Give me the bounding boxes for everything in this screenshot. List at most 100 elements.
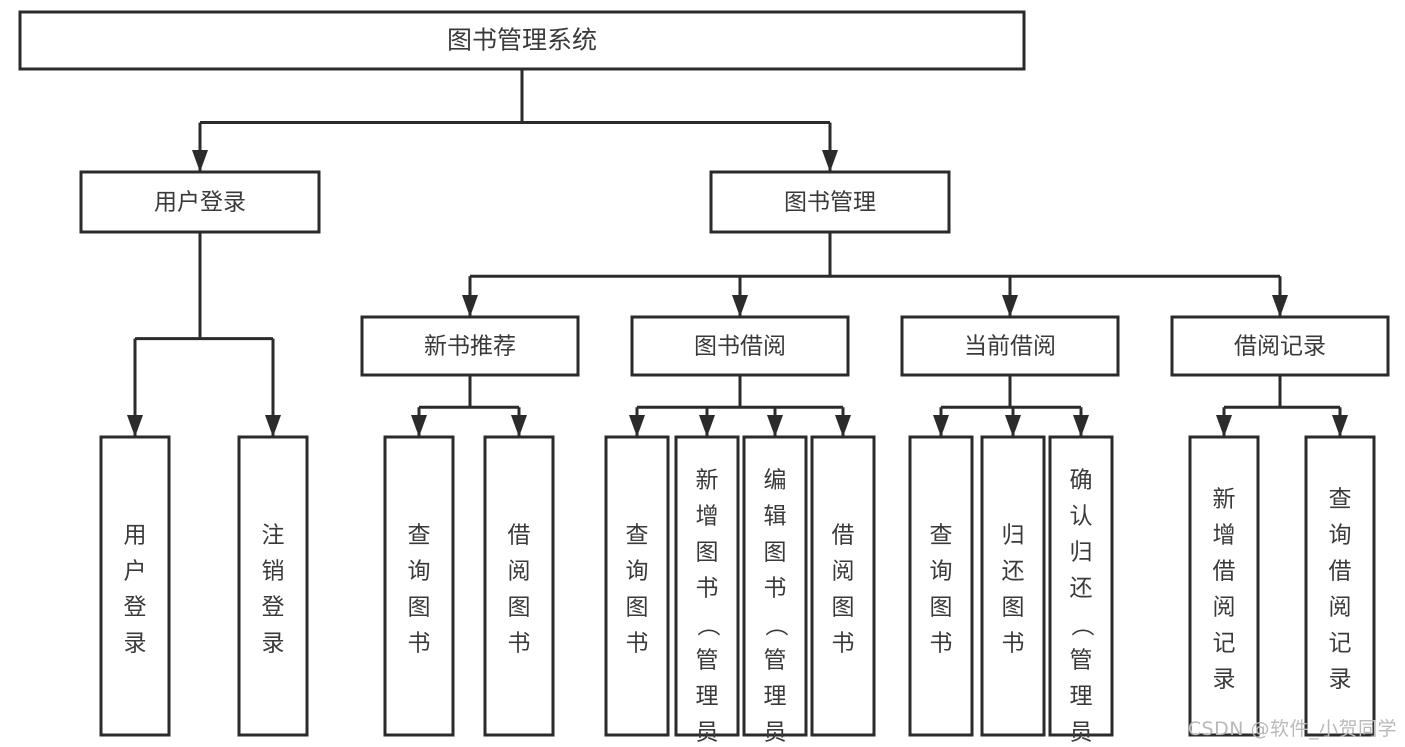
node-label-char: 还 [1002, 559, 1025, 585]
node-label-char: 新 [1213, 487, 1236, 513]
node-label-char: 图 [508, 595, 531, 621]
connector-group [1216, 375, 1348, 437]
node-box [908, 435, 974, 737]
node-label-char: 新 [696, 468, 719, 494]
node-box [630, 315, 850, 377]
node-label: 借阅记录 [1234, 334, 1326, 360]
node-label-char: 户 [124, 559, 147, 585]
node-label-char: 员 [1070, 720, 1093, 746]
connector-group [629, 375, 851, 437]
node-box [980, 435, 1046, 737]
node-label-char: 借 [508, 523, 531, 549]
arrow-head [1002, 295, 1018, 317]
node-label-char: 图 [1002, 595, 1025, 621]
node-box [900, 315, 1120, 377]
diagram-node-book-manage[interactable]: 图书管理 [709, 170, 951, 234]
node-label-char: 阅 [1329, 595, 1352, 621]
arrow-head [1005, 415, 1021, 437]
arrow-head [265, 415, 281, 437]
node-label-char: 辑 [764, 504, 787, 530]
node-label-char: 登 [124, 595, 147, 621]
node-label-char: 书 [764, 576, 787, 602]
node-label: 当前借阅 [964, 334, 1056, 360]
node-box [604, 435, 670, 737]
node-box [18, 10, 1026, 71]
connector-group [192, 69, 838, 172]
node-label-char: 图 [696, 540, 719, 566]
connector-layer [127, 69, 1348, 437]
arrow-head [1332, 415, 1348, 437]
node-label-char: 录 [124, 631, 147, 657]
node-label-char: 查 [1329, 487, 1352, 513]
node-label-char: 书 [696, 576, 719, 602]
node-box [237, 435, 309, 737]
node-label-char: 还 [1070, 576, 1093, 602]
node-label-char: 书 [408, 631, 431, 657]
diagram-node-new-book-rec[interactable]: 新书推荐 [360, 315, 580, 377]
diagram-node-root[interactable]: 图书管理系统 [18, 10, 1026, 71]
node-box [79, 170, 321, 234]
node-box [483, 435, 555, 737]
node-label: 图书管理 [784, 190, 876, 216]
diagram-node-user-login[interactable]: 用户登录 [79, 170, 321, 234]
node-box [1304, 435, 1376, 737]
node-label-char: 员 [764, 720, 787, 746]
node-label-char: 查 [930, 523, 953, 549]
node-box [99, 435, 171, 737]
arrow-head [1216, 415, 1232, 437]
node-label-char: （ [763, 614, 789, 637]
node-label-char: （ [695, 614, 721, 637]
node-label: 新书推荐 [424, 334, 516, 360]
arrow-head [933, 415, 949, 437]
node-label-char: 理 [764, 684, 787, 710]
node-label-char: 记 [1213, 631, 1236, 657]
node-box [742, 435, 808, 737]
node-label-char: 图 [832, 595, 855, 621]
node-label: 图书借阅 [694, 334, 786, 360]
node-label-char: 确 [1070, 468, 1093, 494]
node-label-char: 书 [832, 631, 855, 657]
node-label-char: 录 [262, 631, 285, 657]
diagram-node-user-login-do[interactable]: 用户登录 [99, 435, 171, 737]
node-label-char: 借 [832, 523, 855, 549]
node-label-char: 书 [930, 631, 953, 657]
node-label-char: 理 [696, 684, 719, 710]
node-label-char: 书 [626, 631, 649, 657]
node-label-char: 编 [764, 468, 787, 494]
diagram-node-book-borrow[interactable]: 图书借阅 [630, 315, 850, 377]
node-label-char: 图 [930, 595, 953, 621]
node-label-char: 询 [408, 559, 431, 585]
node-label-char: 书 [508, 631, 531, 657]
node-label-char: 阅 [1213, 595, 1236, 621]
node-label-char: 理 [1070, 684, 1093, 710]
arrow-head [835, 415, 851, 437]
node-label-char: 图 [626, 595, 649, 621]
arrow-head [462, 295, 478, 317]
arrow-head [411, 415, 427, 437]
connector-group [127, 232, 281, 437]
node-label-char: 查 [626, 523, 649, 549]
arrow-head [1272, 295, 1288, 317]
node-label-char: 询 [1329, 523, 1352, 549]
node-label-char: 书 [1002, 631, 1025, 657]
node-label-char: 阅 [832, 559, 855, 585]
node-label: 图书管理系统 [447, 26, 597, 55]
node-label: 用户登录 [154, 190, 246, 216]
diagram-node-current-borrow[interactable]: 当前借阅 [900, 315, 1120, 377]
node-label-char: 询 [930, 559, 953, 585]
diagram-node-borrow-record[interactable]: 借阅记录 [1170, 315, 1390, 377]
node-box [360, 315, 580, 377]
